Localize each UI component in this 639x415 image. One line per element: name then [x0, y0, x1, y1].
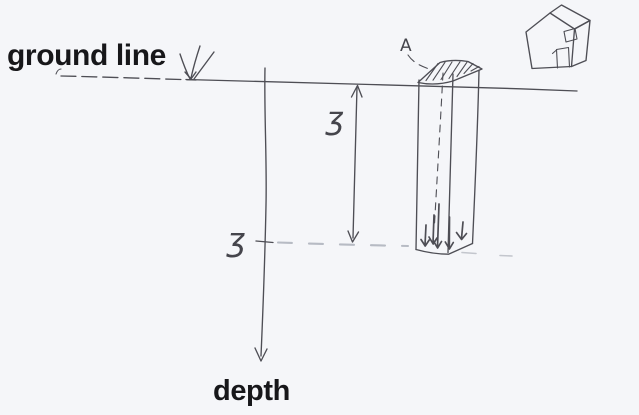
pile-sketch-icon: [407, 54, 483, 255]
house-door-lintel: [551, 49, 558, 55]
ground-line-pointer-icon: [179, 45, 215, 80]
down-arrow-icon: [254, 347, 268, 362]
pile-cap-hatching: [417, 59, 483, 85]
z-axis-mark-label: ʒ: [226, 221, 245, 259]
depth-label: depth: [213, 375, 290, 407]
depth-axis: [254, 67, 274, 362]
down-arrowhead-icon: [347, 230, 360, 243]
up-arrowhead-icon: [350, 84, 363, 98]
z-measure-label: ʒ: [325, 101, 344, 137]
pile-centerline-dashed: [433, 72, 444, 225]
house-sketch-icon: [525, 4, 591, 70]
house-window: [563, 27, 578, 43]
down-arrows-icon: [420, 203, 468, 250]
depth-level-dashed-line: [276, 241, 513, 257]
z-tick-mark: [255, 240, 274, 244]
double-headed-arrow-icon: [347, 84, 363, 243]
house-side-face: [570, 19, 591, 68]
house-door: [555, 46, 571, 69]
point-a-leader-line: [407, 54, 432, 71]
ground-line-sketch: [55, 68, 578, 92]
point-a-label: A: [400, 36, 412, 56]
house-front-face: [525, 12, 576, 70]
ground-line-label: ground line: [7, 39, 166, 72]
